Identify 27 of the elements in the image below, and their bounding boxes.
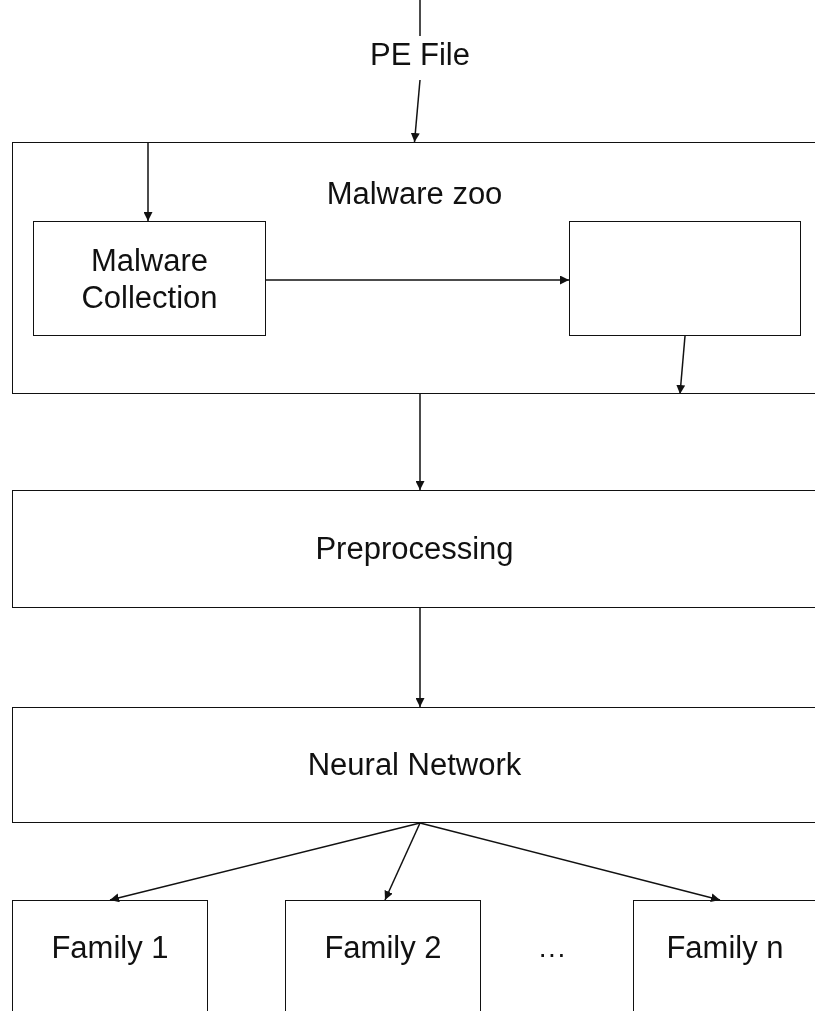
inner-box xyxy=(33,221,266,336)
arrow xyxy=(109,822,421,903)
empty-box xyxy=(569,221,801,336)
box-label: Family n xyxy=(665,929,785,967)
arrow xyxy=(410,79,421,143)
process-box xyxy=(12,900,208,1011)
node-label: PE File xyxy=(355,36,485,80)
ellipsis-label: ··· xyxy=(538,938,566,970)
box-label: Preprocessing xyxy=(314,530,515,568)
connector-line xyxy=(419,0,421,37)
box-label: Family 1 xyxy=(50,929,170,967)
arrow xyxy=(415,607,425,708)
arrow xyxy=(415,393,425,491)
process-box xyxy=(633,900,815,1011)
arrow xyxy=(384,822,421,901)
arrow xyxy=(676,335,686,395)
arrow xyxy=(419,822,721,903)
process-box xyxy=(12,490,815,608)
box-label: Malware zoo xyxy=(325,175,504,213)
box-label: Neural Network xyxy=(306,746,523,784)
box-label: Malware Collection xyxy=(80,241,219,316)
arrow xyxy=(265,275,570,285)
arrow xyxy=(143,141,153,222)
process-box xyxy=(12,707,815,823)
box-label: Family 2 xyxy=(323,929,443,967)
process-box xyxy=(285,900,481,1011)
process-box xyxy=(12,142,815,394)
